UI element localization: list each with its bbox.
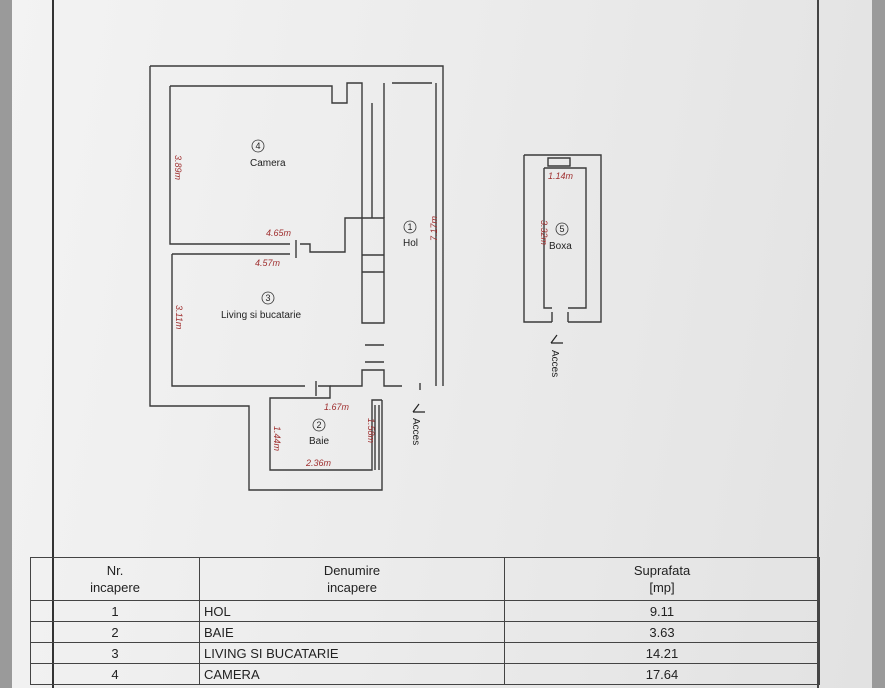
room-name: Hol: [403, 238, 418, 249]
cell-nr: 1: [30, 600, 200, 622]
cell-nr: 4: [30, 663, 200, 685]
cell-area: 9.11: [504, 600, 820, 622]
header-text: incapere: [90, 580, 140, 595]
room-label-3: 3 Living si bucatarie: [221, 291, 301, 321]
room-number: 1: [407, 222, 412, 232]
dimension-living-width: 4.57m: [255, 258, 281, 268]
dimension-baie-bottom: 2.36m: [305, 458, 332, 468]
cell-nr: 3: [30, 642, 200, 664]
room-number: 5: [559, 224, 564, 234]
table-header-row: Nr. incapere Denumire incapere Suprafata…: [30, 557, 820, 601]
header-text: Denumire: [323, 563, 381, 578]
header-area: Suprafata [mp]: [504, 557, 820, 601]
header-text: incapere: [327, 580, 377, 595]
access-marker-apartment: Acces: [410, 403, 425, 445]
room-label-1: 1 Hol: [403, 220, 418, 249]
dimension-boxa-length: 3.32m: [539, 220, 549, 246]
cell-name: BAIE: [199, 621, 505, 643]
dimension-camera-width: 4.65m: [266, 228, 292, 238]
dimension-baie-top: 1.67m: [324, 402, 350, 412]
access-marker-boxa: Acces: [549, 334, 563, 377]
dimension-baie-right: 1.58m: [366, 418, 376, 444]
dimension-camera-height: 3.89m: [173, 155, 183, 181]
room-name: Camera: [250, 158, 286, 169]
access-arrow-icon: [412, 403, 425, 413]
dimension-baie-height: 1.44m: [272, 426, 282, 452]
table-row: 4 CAMERA 17.64: [30, 663, 820, 685]
header-text: Suprafata: [633, 563, 691, 578]
room-label-4: 4 Camera: [250, 139, 286, 169]
cell-nr: 2: [30, 621, 200, 643]
cell-name: CAMERA: [199, 663, 505, 685]
cell-area: 14.21: [504, 642, 820, 664]
cell-area: 3.63: [504, 621, 820, 643]
access-arrow-icon: [550, 334, 563, 344]
room-name: Boxa: [549, 241, 572, 252]
header-name: Denumire incapere: [199, 557, 505, 601]
access-label: Acces: [549, 350, 560, 377]
cell-name: HOL: [199, 600, 505, 622]
apartment-walls: [149, 65, 444, 491]
room-number: 3: [265, 293, 270, 303]
room-number: 2: [316, 420, 321, 430]
access-label: Acces: [410, 418, 421, 445]
dimension-hol-length: 7.17m: [429, 215, 439, 241]
room-name: Baie: [309, 436, 329, 447]
cell-area: 17.64: [504, 663, 820, 685]
dimension-boxa-width: 1.14m: [548, 171, 574, 181]
room-name: Living si bucatarie: [221, 310, 301, 321]
room-number: 4: [255, 141, 260, 151]
table-row: 2 BAIE 3.63: [30, 621, 820, 643]
dimension-living-height: 3.11m: [174, 305, 184, 330]
header-text: [mp]: [649, 580, 675, 595]
floor-plan: 4 Camera 1 Hol 3 Living si bucatarie 2 B…: [149, 65, 602, 491]
room-label-2: 2 Baie: [309, 418, 329, 447]
cell-name: LIVING SI BUCATARIE: [199, 642, 505, 664]
header-nr: Nr. incapere: [30, 557, 200, 601]
frame-border-left: [52, 0, 54, 688]
table-row: 1 HOL 9.11: [30, 600, 820, 622]
room-area-table: Nr. incapere Denumire incapere Suprafata…: [30, 557, 820, 685]
room-label-5: 5 Boxa: [549, 222, 572, 252]
boxa-walls: [523, 154, 602, 323]
frame-border-right: [817, 0, 819, 688]
header-text: Nr.: [106, 563, 124, 578]
table-row: 3 LIVING SI BUCATARIE 14.21: [30, 642, 820, 664]
